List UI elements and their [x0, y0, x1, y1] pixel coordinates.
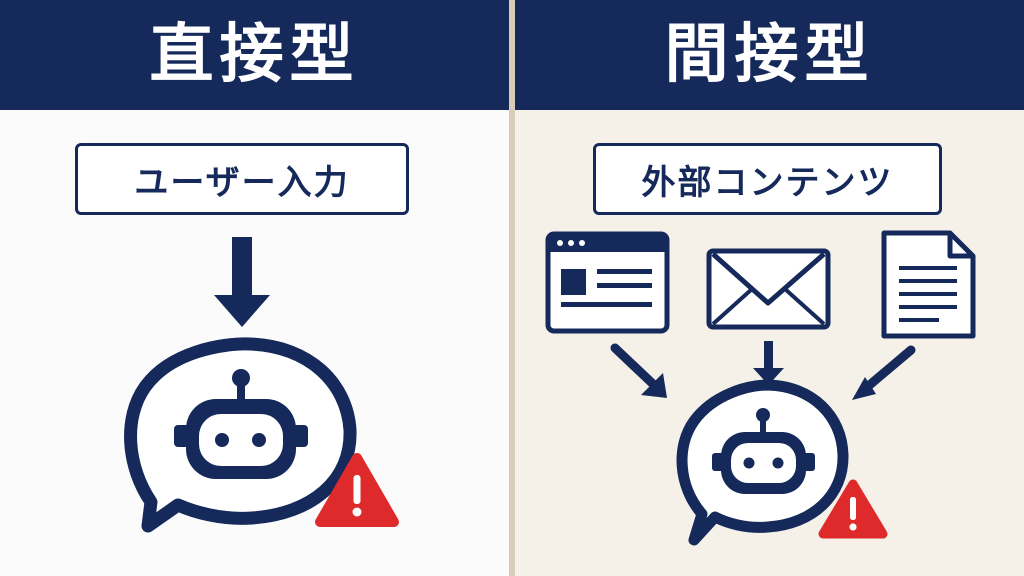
- indirect-header: 間接型: [515, 0, 1024, 110]
- warning-icon: [818, 479, 888, 539]
- panel-divider: [509, 0, 515, 576]
- direct-panel: 直接型 ユーザー入力: [0, 0, 509, 576]
- envelope-icon: [706, 248, 831, 330]
- external-content-box: 外部コンテンツ: [593, 143, 942, 215]
- external-content-label: 外部コンテンツ: [641, 162, 894, 203]
- robot-head-icon: [174, 369, 308, 479]
- robot-head-icon: [712, 408, 815, 494]
- document-icon: [881, 230, 976, 339]
- arrow-down-icon: [214, 237, 270, 327]
- direct-header: 直接型: [0, 0, 509, 110]
- arrow-icon: [610, 343, 667, 398]
- arrow-icon: [852, 345, 916, 400]
- direct-artwork: [124, 237, 399, 533]
- arrow-icon: [753, 341, 784, 385]
- browser-window-icon: [545, 231, 670, 334]
- warning-icon: [315, 453, 399, 527]
- indirect-panel: 間接型 外部コンテンツ: [515, 0, 1024, 576]
- user-input-label: ユーザー入力: [134, 162, 350, 203]
- direct-title: 直接型: [149, 18, 360, 92]
- user-input-box: ユーザー入力: [75, 143, 409, 215]
- robot-chat-icon: [124, 337, 357, 533]
- robot-chat-icon: [676, 379, 849, 546]
- indirect-artwork: [545, 230, 976, 546]
- indirect-title: 間接型: [664, 18, 875, 92]
